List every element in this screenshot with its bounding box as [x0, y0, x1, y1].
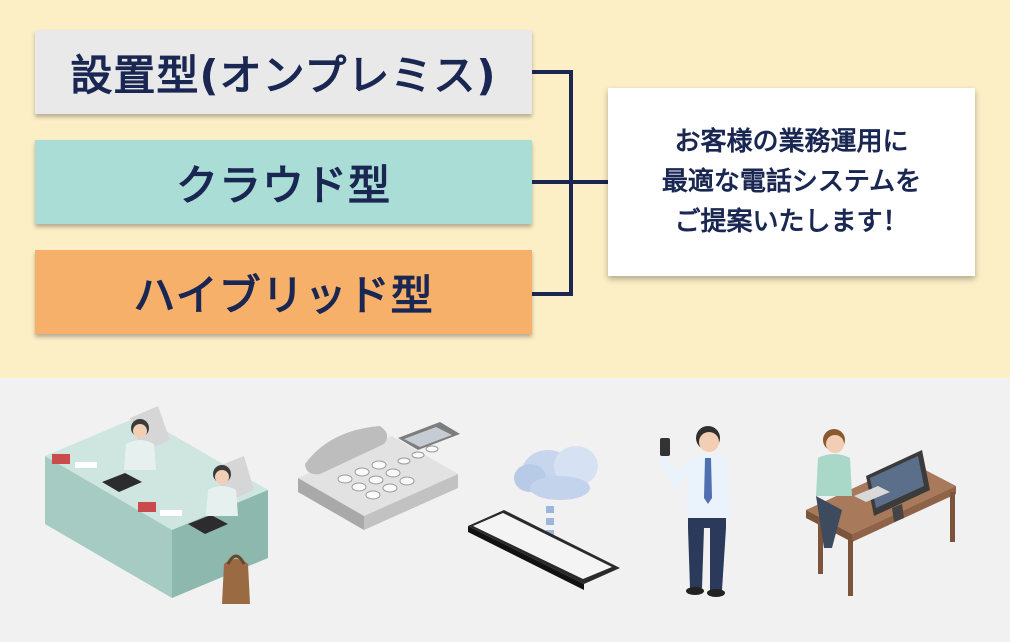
- bracket-connector: [532, 70, 608, 296]
- call-center-icon: [45, 406, 268, 604]
- cloud-smartphone-icon: [468, 446, 620, 590]
- illustration-strip: [45, 406, 956, 604]
- type-label-onpremise: 設置型(オンプレミス): [70, 50, 497, 100]
- message-line-3: ご提案いたします！: [674, 207, 909, 237]
- proposal-message-box: お客様の業務運用に 最適な電話システムを ご提案いたします！: [608, 88, 975, 276]
- type-label-hybrid: ハイブリッド型: [133, 270, 434, 320]
- type-label-cloud: クラウド型: [175, 160, 391, 210]
- remote-worker-icon: [806, 429, 956, 596]
- businessman-phone-icon: [658, 426, 730, 597]
- message-line-1: お客様の業務運用に: [674, 127, 909, 157]
- desk-phone-icon: [298, 422, 460, 530]
- type-box-cloud: クラウド型: [35, 140, 532, 224]
- type-box-hybrid: ハイブリッド型: [35, 250, 532, 334]
- message-line-2: 最適な電話システムを: [661, 167, 922, 197]
- type-box-onpremise: 設置型(オンプレミス): [35, 30, 532, 114]
